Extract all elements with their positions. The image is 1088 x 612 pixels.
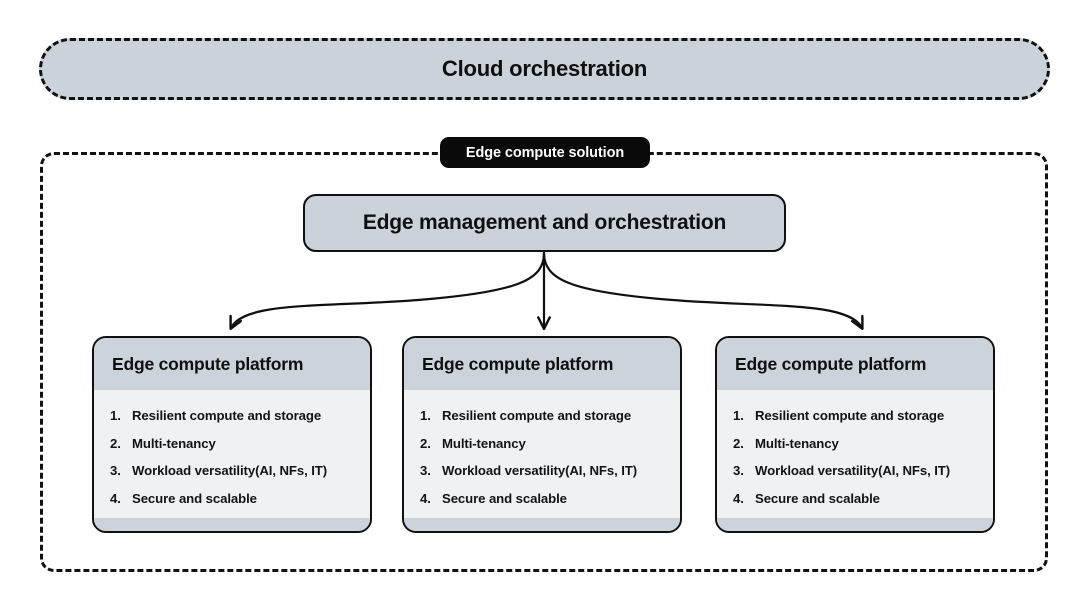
feature-number: 2. xyxy=(110,435,121,451)
feature-item: 1. Resilient compute and storage xyxy=(733,408,979,423)
feature-text: Workload versatility(AI, NFs, IT) xyxy=(755,463,951,478)
feature-number: 2. xyxy=(733,435,744,451)
feature-text: Resilient compute and storage xyxy=(132,408,322,423)
cloud-orchestration-title: Cloud orchestration xyxy=(441,56,648,81)
feature-number: 2. xyxy=(420,435,431,451)
feature-number: 1. xyxy=(110,408,121,423)
card-footer-strip xyxy=(404,518,680,531)
feature-item: 1. Resilient compute and storage xyxy=(420,408,666,423)
card-header-title: Edge compute platform xyxy=(422,353,614,374)
feature-number: 4. xyxy=(110,490,121,506)
feature-number: 3. xyxy=(110,463,121,478)
edge-management-orchestration-box: Edge management and orchestration xyxy=(303,194,786,252)
card-header-title: Edge compute platform xyxy=(735,353,927,374)
feature-number: 4. xyxy=(420,490,431,506)
feature-item: 2. Multi-tenancy xyxy=(110,436,356,451)
edge-compute-platform-card: Edge compute platform 1. Resilient compu… xyxy=(92,336,372,533)
feature-item: 2. Multi-tenancy xyxy=(733,436,979,451)
feature-text: Multi-tenancy xyxy=(755,435,839,451)
card-header: Edge compute platform xyxy=(404,338,680,390)
feature-item: 2. Multi-tenancy xyxy=(420,436,666,451)
edge-compute-platform-card: Edge compute platform 1. Resilient compu… xyxy=(402,336,682,533)
card-body: 1. Resilient compute and storage 2. Mult… xyxy=(404,390,680,518)
feature-text: Multi-tenancy xyxy=(442,435,526,451)
edge-management-orchestration-title: Edge management and orchestration xyxy=(362,211,727,234)
feature-text: Secure and scalable xyxy=(132,490,257,506)
feature-text: Resilient compute and storage xyxy=(442,408,632,423)
feature-text: Multi-tenancy xyxy=(132,435,216,451)
card-header: Edge compute platform xyxy=(717,338,993,390)
edge-compute-platform-card: Edge compute platform 1. Resilient compu… xyxy=(715,336,995,533)
feature-item: 3. Workload versatility(AI, NFs, IT) xyxy=(110,463,356,478)
card-footer-strip xyxy=(94,518,370,531)
card-footer-strip xyxy=(717,518,993,531)
feature-text: Secure and scalable xyxy=(755,490,880,506)
feature-item: 3. Workload versatility(AI, NFs, IT) xyxy=(420,463,666,478)
feature-list: 1. Resilient compute and storage 2. Mult… xyxy=(733,408,979,506)
feature-number: 1. xyxy=(420,408,431,423)
feature-number: 3. xyxy=(420,463,431,478)
feature-text: Workload versatility(AI, NFs, IT) xyxy=(442,463,638,478)
feature-item: 4. Secure and scalable xyxy=(733,491,979,506)
card-body: 1. Resilient compute and storage 2. Mult… xyxy=(94,390,370,518)
feature-number: 4. xyxy=(733,490,744,506)
feature-text: Workload versatility(AI, NFs, IT) xyxy=(132,463,328,478)
feature-list: 1. Resilient compute and storage 2. Mult… xyxy=(110,408,356,506)
card-body: 1. Resilient compute and storage 2. Mult… xyxy=(717,390,993,518)
card-header-title: Edge compute platform xyxy=(112,353,304,374)
feature-item: 4. Secure and scalable xyxy=(110,491,356,506)
feature-text: Secure and scalable xyxy=(442,490,567,506)
feature-number: 3. xyxy=(733,463,744,478)
cloud-orchestration-band: Cloud orchestration xyxy=(39,38,1050,100)
feature-text: Resilient compute and storage xyxy=(755,408,945,423)
feature-item: 4. Secure and scalable xyxy=(420,491,666,506)
edge-compute-solution-label: Edge compute solution xyxy=(440,137,650,168)
card-header: Edge compute platform xyxy=(94,338,370,390)
feature-item: 3. Workload versatility(AI, NFs, IT) xyxy=(733,463,979,478)
feature-number: 1. xyxy=(733,408,744,423)
feature-list: 1. Resilient compute and storage 2. Mult… xyxy=(420,408,666,506)
feature-item: 1. Resilient compute and storage xyxy=(110,408,356,423)
